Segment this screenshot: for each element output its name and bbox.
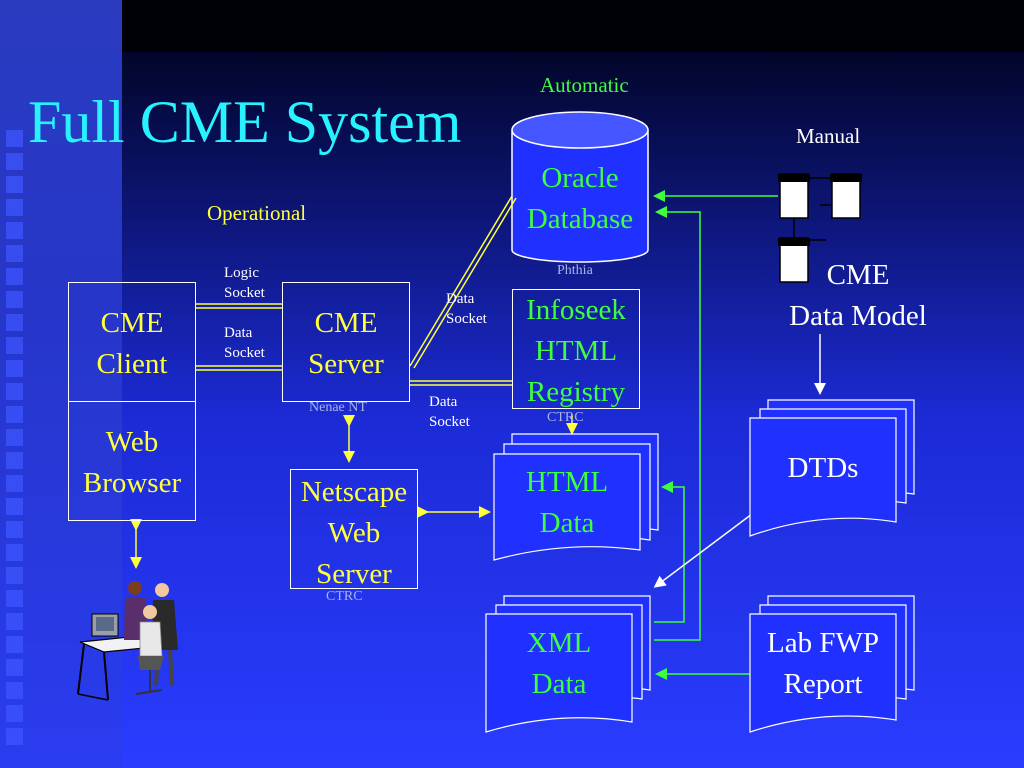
xml-data-document-stack <box>485 595 651 733</box>
decorative-square <box>6 659 23 676</box>
phthia-label: Phthia <box>557 263 593 278</box>
dtds-xml-arrow <box>653 513 753 588</box>
decorative-square <box>6 544 23 561</box>
manual-label: Manual <box>796 124 861 148</box>
decorative-square <box>6 475 23 492</box>
office-workers-clipart <box>77 581 178 701</box>
top-band <box>0 0 1024 52</box>
decorative-square <box>6 360 23 377</box>
xml-html-arrow <box>654 481 685 623</box>
decorative-square <box>6 291 23 308</box>
decorative-square <box>6 429 23 446</box>
decorative-square <box>6 590 23 607</box>
decorative-square <box>6 314 23 331</box>
automatic-label: Automatic <box>540 73 629 97</box>
operational-label: Operational <box>207 201 307 225</box>
server-oracle-data-socket-connector <box>409 195 517 369</box>
decorative-square <box>6 521 23 538</box>
decorative-square <box>6 498 23 515</box>
server-registry-data-socket-connector <box>410 380 512 386</box>
decorative-square <box>6 728 23 745</box>
decorative-square <box>6 176 23 193</box>
decorative-square <box>6 567 23 584</box>
client-data-socket-connector <box>196 365 282 371</box>
decorative-square <box>6 383 23 400</box>
logic-socket-connector <box>196 303 282 309</box>
xml-oracle-arrow <box>654 206 701 641</box>
decorative-square <box>6 406 23 423</box>
oracle-database-cylinder <box>511 111 649 263</box>
decorative-square <box>6 199 23 216</box>
decorative-square <box>6 682 23 699</box>
ctrc-label-1: CTRC <box>547 410 584 425</box>
decorative-square <box>6 153 23 170</box>
lab-fwp-report-document-stack <box>749 595 915 733</box>
decorative-square <box>6 130 23 147</box>
decorative-square <box>6 337 23 354</box>
decorative-square <box>6 452 23 469</box>
dtds-label: DTDs <box>787 452 859 484</box>
decorative-square <box>6 705 23 722</box>
dtds-document-stack <box>749 399 915 537</box>
page-title: Full CME System <box>28 89 462 155</box>
ctrc-label-2: CTRC <box>326 589 363 604</box>
decorative-square <box>6 268 23 285</box>
data-model-tables-icon <box>778 173 862 283</box>
decorative-square <box>6 613 23 630</box>
decorative-squares <box>6 130 26 751</box>
decorative-square <box>6 245 23 262</box>
nenae-nt-label: Nenae NT <box>309 400 367 415</box>
html-data-document-stack <box>493 433 659 561</box>
decorative-square <box>6 636 23 653</box>
decorative-square <box>6 222 23 239</box>
